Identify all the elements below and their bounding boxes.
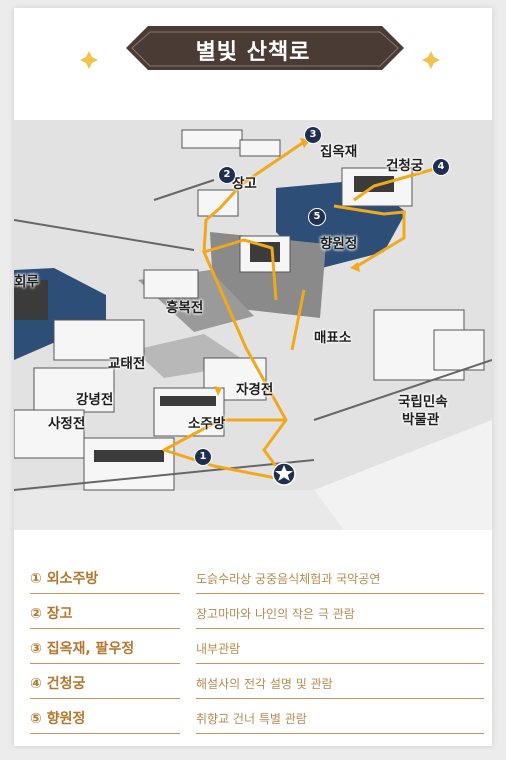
legend-stop-name: ② 장고 (30, 603, 180, 629)
map-label-heungbokjeon: 흥복전 (166, 300, 204, 316)
map-label-janggo: 장고 (232, 176, 257, 192)
map-label-hoeru: 회루 (14, 274, 39, 290)
legend-stop-desc: 장고마마와 나인의 작은 극 관람 (196, 605, 484, 629)
map-marker-1: 1 (194, 448, 212, 466)
map-label-sojubang: 소주방 (188, 416, 226, 432)
stop-legend: ① 외소주방 도슭수라상 궁중음식체험과 국악공연 ② 장고 장고마마와 나인의… (24, 558, 484, 734)
map-label-museum-line1: 국립민속 (398, 394, 448, 410)
map-label-hyangwonjeong: 향원정 (320, 236, 358, 252)
legend-row: ① 외소주방 도슭수라상 궁중음식체험과 국악공연 (24, 558, 484, 594)
page-title: 별빛 산책로 (195, 40, 311, 65)
legend-stop-name: ⑤ 향원정 (30, 708, 180, 734)
map-label-jibokjae: 집옥재 (320, 144, 358, 160)
legend-stop-name: ④ 건청궁 (30, 673, 180, 699)
legend-row: ⑤ 향원정 취향교 건너 특별 관람 (24, 698, 484, 734)
map-marker-3: 3 (304, 126, 322, 144)
sparkle-left-icon (80, 51, 98, 69)
legend-row: ② 장고 장고마마와 나인의 작은 극 관람 (24, 593, 484, 629)
legend-row: ③ 집옥재, 팔우정 내부관람 (24, 628, 484, 664)
map-label-sajeongjeon: 사정전 (48, 416, 86, 432)
legend-stop-desc: 해설사의 전각 설명 및 관람 (196, 675, 484, 699)
legend-row: ④ 건청궁 해설사의 전각 설명 및 관람 (24, 663, 484, 699)
map-label-jagyeongjeon: 자경전 (236, 382, 274, 398)
title-banner: 별빛 산책로 (14, 20, 492, 80)
legend-stop-desc: 내부관람 (196, 640, 484, 664)
legend-stop-desc: 취향교 건너 특별 관람 (196, 710, 484, 734)
map-marker-2: 2 (218, 166, 236, 184)
legend-stop-name: ③ 집옥재, 팔우정 (30, 638, 180, 664)
palace-map: 장고 집옥재 건청궁 향원정 회루 흥복전 매표소 교태전 자경전 강녕전 사정… (14, 120, 492, 530)
map-graphic (14, 120, 492, 530)
map-label-museum-line2: 박물관 (402, 412, 440, 428)
legend-stop-name: ① 외소주방 (30, 568, 180, 594)
map-marker-4: 4 (432, 158, 450, 176)
tour-card: 별빛 산책로 (14, 8, 492, 746)
start-star-icon (272, 462, 296, 486)
map-marker-5: 5 (308, 208, 326, 226)
map-label-geoncheonggung: 건청궁 (386, 158, 424, 174)
legend-stop-desc: 도슭수라상 궁중음식체험과 국악공연 (196, 570, 484, 594)
map-label-gyotaejeon: 교태전 (108, 356, 146, 372)
map-label-maepyoso: 매표소 (314, 330, 352, 346)
map-label-gangnyeongjeon: 강녕전 (76, 392, 114, 408)
sparkle-right-icon (422, 51, 440, 69)
banner-graphic (80, 26, 440, 70)
